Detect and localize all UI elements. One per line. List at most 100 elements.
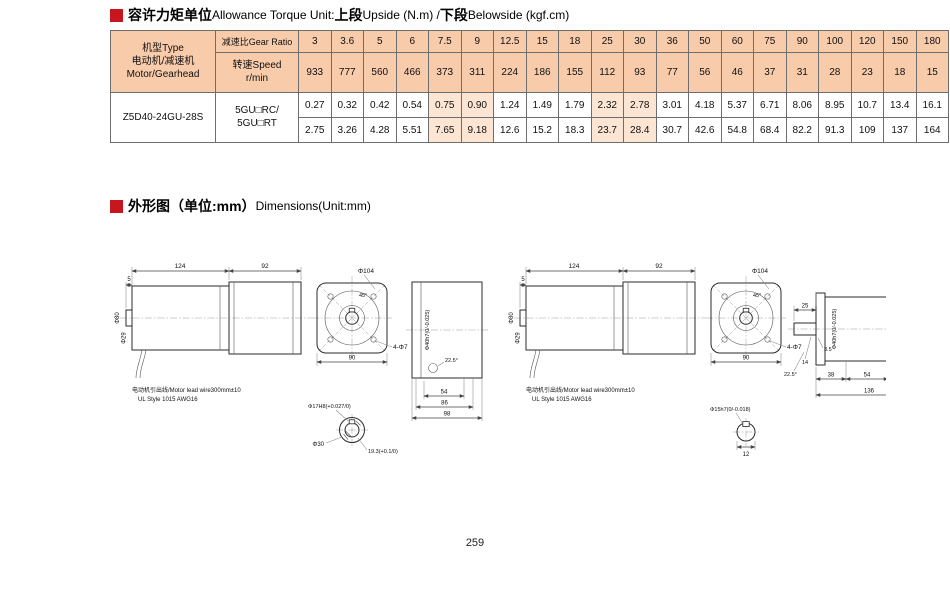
gearhead-line2: 5GU□RT: [237, 117, 277, 129]
dim-label-5: 5: [521, 277, 525, 283]
speed-cell-0: 933: [298, 52, 332, 93]
speed-cell-9: 112: [590, 52, 624, 93]
gear-ratio-cell-18: 150: [883, 30, 917, 53]
upside-cn: 上段: [334, 7, 363, 23]
motor-view: Φ40h7(0/-0.025) 25 3.5 14 22.5° 38 54 13…: [784, 292, 886, 398]
gear-ratio-cell-5: 9: [460, 30, 494, 53]
dimension-drawing-2: 124 92 5 Φ80 Φ29 Φ104 45°: [509, 263, 886, 458]
red-square-icon: [110, 199, 123, 213]
dim-label-25: 25: [802, 304, 809, 310]
speed-header-cn: 转速Speed: [232, 60, 282, 71]
torque-nm-cell-0: 0.27: [298, 92, 332, 118]
speed-cell-16: 28: [818, 52, 852, 93]
speed-cell-3: 466: [395, 52, 429, 93]
dim-label-92: 92: [655, 263, 663, 270]
model-header-line1: 机型Type: [142, 43, 184, 54]
dia-label-29: Φ29: [122, 332, 128, 344]
torque-nm-cell-13: 5.37: [720, 92, 754, 118]
front-view: Φ104 45° 90 4-Φ7: [706, 268, 802, 366]
gear-ratio-cell-11: 36: [655, 30, 689, 53]
angle-label-45: 45°: [753, 293, 761, 299]
dimension-drawing-1: 124 92 5 Φ80 Φ29 Φ104 45°: [115, 263, 488, 455]
side-view: [514, 281, 706, 379]
dimensions-title-en: Dimensions(Unit:mm): [255, 199, 371, 213]
torque-kgfcm-cell-19: 164: [915, 117, 949, 143]
model-header-cell: 机型Type 电动机/减速机 Motor/Gearhead: [110, 30, 216, 93]
dim-label-90: 90: [349, 356, 356, 362]
torque-kgfcm-cell-2: 4.28: [363, 117, 397, 143]
side-view-dimensions: 124 92 5 Φ80 Φ29: [509, 263, 696, 344]
torque-kgfcm-cell-6: 12.6: [493, 117, 527, 143]
speed-header: 转速Speed r/min: [215, 52, 299, 93]
torque-nm-cell-12: 4.18: [688, 92, 722, 118]
output-view: Φ40h7(0/-0.025) 22.5° 54 86 98: [406, 281, 488, 421]
dim-label-5: 5: [127, 277, 131, 283]
torque-nm-cell-16: 8.95: [818, 92, 852, 118]
speed-cell-7: 186: [525, 52, 559, 93]
shaft-detail: Φ17H8(+0.027/0) Φ30 19.3(+0.1/0): [308, 404, 398, 455]
torque-nm-cell-3: 0.54: [395, 92, 429, 118]
dia-label-104: Φ104: [358, 268, 374, 275]
model-name-cell: Z5D40-24GU-28S: [110, 92, 216, 143]
upside-en: Upside (N.m) /: [362, 8, 440, 22]
side-view: [120, 281, 312, 379]
dim-label-86: 86: [441, 401, 448, 407]
gear-ratio-cell-17: 120: [850, 30, 884, 53]
torque-nm-cell-14: 6.71: [753, 92, 787, 118]
gear-ratio-cell-4: 7.5: [428, 30, 462, 53]
torque-nm-cell-5: 0.90: [460, 92, 494, 118]
dim-label-3-5: 3.5: [824, 347, 832, 353]
angle-label-45: 45°: [359, 293, 367, 299]
lead-wire-label: 电动机引出线/Motor lead wire300mm±10: [132, 386, 241, 394]
torque-title-en: Allowance Torque Unit:: [212, 8, 335, 22]
torque-section-title: 容许力矩单位 Allowance Torque Unit: 上段 Upside …: [110, 5, 569, 25]
torque-kgfcm-cell-9: 23.7: [590, 117, 624, 143]
gearhead-cell: 5GU□RC/ 5GU□RT: [215, 92, 299, 143]
holes-label: 4-Φ7: [787, 344, 802, 351]
speed-cell-15: 31: [785, 52, 819, 93]
speed-cell-10: 93: [623, 52, 657, 93]
detail-outer-label: Φ30: [313, 442, 325, 448]
speed-cell-14: 37: [753, 52, 787, 93]
detail-bore-label: Φ17H8(+0.027/0): [308, 404, 351, 410]
torque-kgfcm-cell-10: 28.4: [623, 117, 657, 143]
torque-kgfcm-cell-1: 3.26: [330, 117, 364, 143]
torque-kgfcm-cell-16: 91.3: [818, 117, 852, 143]
page-number: 259: [465, 537, 485, 549]
ul-style-label: UL Style 1015 AWG16: [138, 397, 198, 403]
torque-nm-cell-6: 1.24: [493, 92, 527, 118]
red-square-icon: [110, 8, 123, 22]
speed-cell-4: 373: [428, 52, 462, 93]
torque-nm-cell-2: 0.42: [363, 92, 397, 118]
speed-cell-12: 56: [688, 52, 722, 93]
speed-cell-13: 46: [720, 52, 754, 93]
gear-ratio-header: 减速比Gear Ratio: [215, 30, 299, 53]
gear-ratio-cell-13: 60: [720, 30, 754, 53]
belowside-en: Belowside (kgf.cm): [467, 8, 570, 22]
gear-ratio-cell-2: 5: [363, 30, 397, 53]
dim-label-124: 124: [175, 263, 186, 270]
torque-nm-cell-15: 8.06: [785, 92, 819, 118]
lead-wire-note: 电动机引出线/Motor lead wire300mm±10 UL Style …: [526, 386, 635, 403]
model-header-line2: 电动机/减速机: [131, 56, 195, 67]
torque-nm-cell-4: 0.75: [428, 92, 462, 118]
lead-wire-note: 电动机引出线/Motor lead wire300mm±10 UL Style …: [132, 386, 241, 403]
speed-header-unit: r/min: [245, 72, 269, 84]
gear-ratio-cell-1: 3.6: [330, 30, 364, 53]
gear-ratio-cell-9: 25: [590, 30, 624, 53]
dim-label-14: 14: [802, 360, 808, 366]
angle-label-225: 22.5°: [784, 372, 797, 378]
ul-style-label: UL Style 1015 AWG16: [532, 397, 592, 403]
torque-kgfcm-cell-7: 15.2: [525, 117, 559, 143]
speed-cell-5: 311: [460, 52, 494, 93]
dim-label-98: 98: [444, 412, 451, 418]
gear-ratio-cell-16: 100: [818, 30, 852, 53]
dim-label-136: 136: [864, 389, 875, 395]
gear-ratio-cell-0: 3: [298, 30, 332, 53]
torque-kgfcm-cell-12: 42.6: [688, 117, 722, 143]
dimensions-title-cn: 外形图（单位:mm）: [128, 198, 256, 214]
torque-kgfcm-cell-5: 9.18: [460, 117, 494, 143]
torque-kgfcm-cell-4: 7.65: [428, 117, 462, 143]
torque-kgfcm-cell-0: 2.75: [298, 117, 332, 143]
gear-ratio-cell-15: 90: [785, 30, 819, 53]
